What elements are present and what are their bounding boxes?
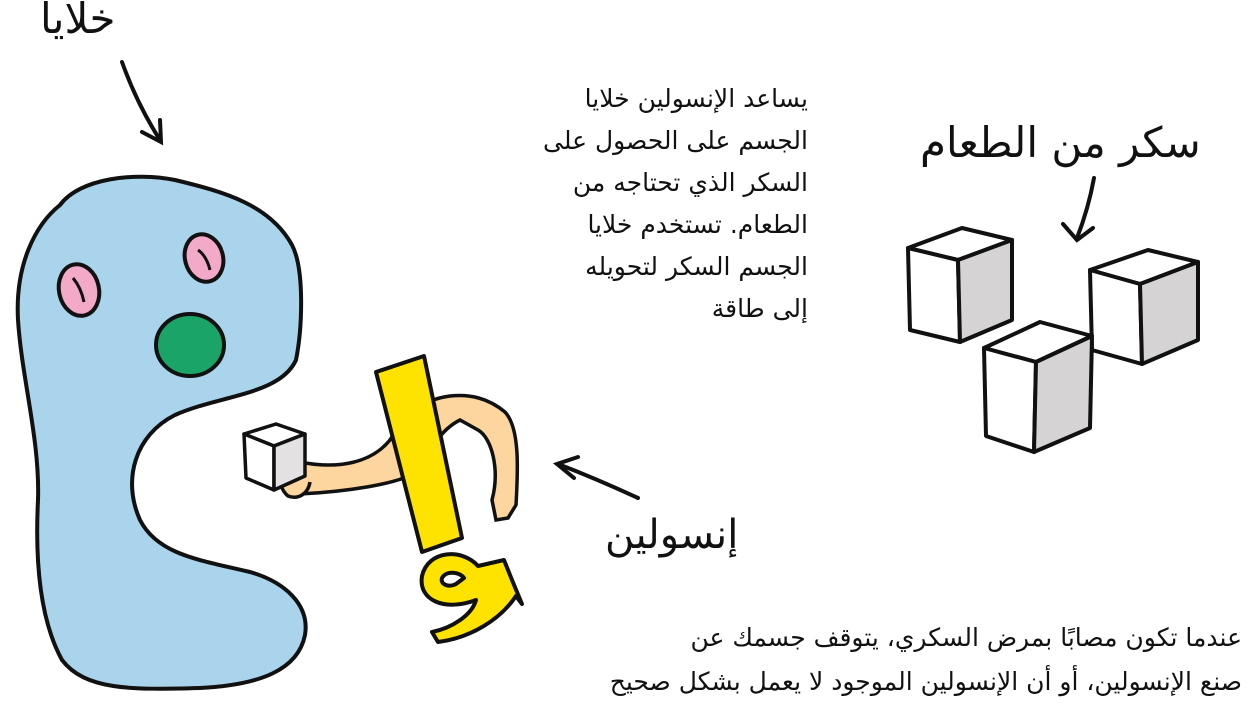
insulin-arrow [557, 457, 638, 498]
cell-nucleus [156, 314, 224, 376]
diabetes-note-line: صنع الإنسولين، أو أن الإنسولين الموجود ل… [482, 660, 1242, 704]
sugar-arrow [1063, 178, 1094, 240]
label-sugar-from-food: سكر من الطعام [920, 118, 1201, 167]
label-cells: خلايا [40, 0, 116, 43]
sugar-cube [908, 228, 1012, 342]
explanation-line: الجسم السكر لتحويله [500, 246, 808, 288]
held-sugar-cube [244, 424, 305, 490]
diabetes-note: عندما تكون مصابًا بمرض السكري، يتوقف جسم… [482, 616, 1242, 704]
explanation-line: السكر الذي تحتاجه من [500, 162, 808, 204]
explanation-line: الجسم على الحصول على [500, 120, 808, 162]
insulin-letter-text: أ [0, 0, 1, 1]
explanation-line: إلى طاقة [500, 288, 808, 330]
explanation-line: يساعد الإنسولين خلايا [500, 78, 808, 120]
cells-arrow [122, 62, 161, 142]
sugar-cube [984, 322, 1092, 452]
diabetes-note-line: عندما تكون مصابًا بمرض السكري، يتوقف جسم… [482, 616, 1242, 660]
explanation-line: الطعام. تستخدم خلايا [500, 204, 808, 246]
label-insulin: إنسولين [605, 512, 738, 558]
explanation-text: يساعد الإنسولين خلايا الجسم على الحصول ع… [500, 78, 808, 330]
sugar-cube [1090, 250, 1198, 364]
